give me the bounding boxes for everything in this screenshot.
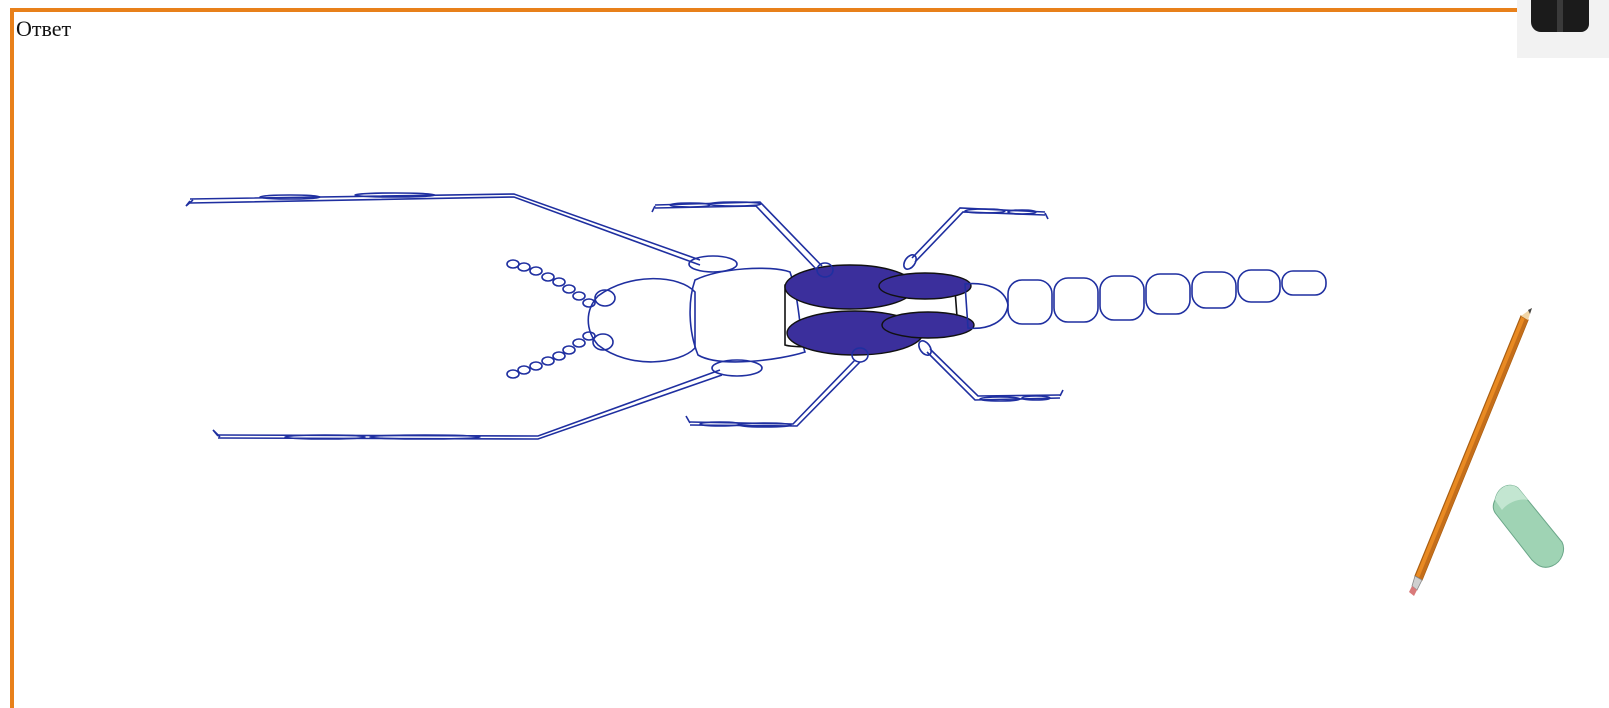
leg-rear-lower xyxy=(916,339,1063,401)
leg-mid-upper xyxy=(652,202,833,277)
wings xyxy=(785,265,974,355)
antenna-lower xyxy=(507,332,595,378)
insect-drawing[interactable] xyxy=(0,0,1609,632)
leg-front-upper xyxy=(186,193,737,272)
leg-front-lower xyxy=(213,360,762,439)
tool-thumbnail[interactable] xyxy=(1517,0,1609,58)
eye-upper xyxy=(595,290,615,306)
thumbnail-shape xyxy=(1531,0,1589,32)
head xyxy=(588,279,695,362)
abdomen xyxy=(965,270,1326,328)
leg-rear-upper xyxy=(901,208,1048,271)
antenna-upper xyxy=(507,260,595,307)
eraser-icon[interactable] xyxy=(1490,480,1570,570)
